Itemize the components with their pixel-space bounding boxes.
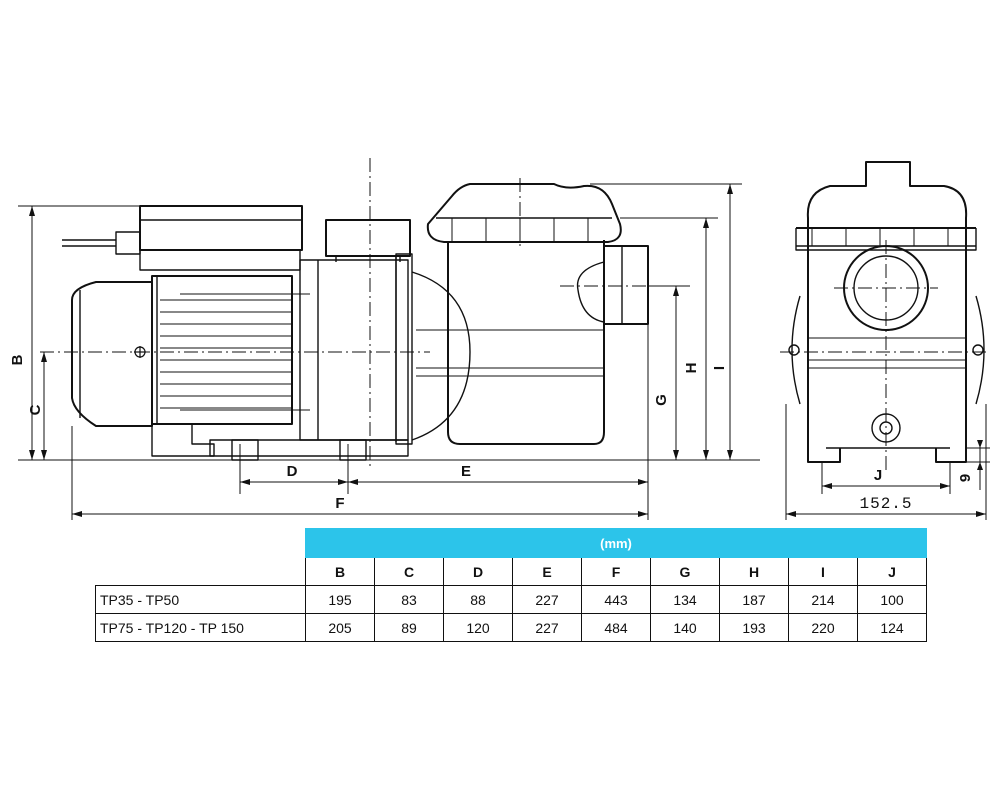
dim-label-c: C (27, 404, 44, 415)
pump-technical-drawing: B C D E F G H I J 152.5 9 (9, 158, 990, 520)
dim-value-end-width: 152.5 (859, 495, 912, 513)
column-header: E (512, 557, 582, 586)
table-cell: 195 (305, 585, 375, 614)
dimension-lines (18, 183, 990, 520)
dim-label-g: G (653, 394, 670, 406)
dim-value-foot: 9 (957, 474, 974, 482)
table-cell: 484 (581, 613, 651, 642)
column-header: H (719, 557, 789, 586)
dim-label-d: D (287, 463, 298, 480)
model-name: TP75 - TP120 - TP 150 (95, 613, 306, 642)
dimensions-table: (mm) B C D E F G H I J TP35 - TP50 195 8… (95, 528, 927, 642)
table-cell: 214 (788, 585, 858, 614)
table-cell: 89 (374, 613, 444, 642)
column-header: C (374, 557, 444, 586)
table-cell: 100 (857, 585, 927, 614)
table-unit-row: (mm) (96, 528, 927, 558)
dim-label-i: I (711, 366, 728, 370)
table-cell: 443 (581, 585, 651, 614)
pump-housing-side-view (231, 183, 649, 461)
table-cell: 134 (650, 585, 720, 614)
shaft-center-mark (134, 346, 146, 358)
table-cell: 205 (305, 613, 375, 642)
table-cell: 187 (719, 585, 789, 614)
table-cell: 124 (857, 613, 927, 642)
dim-label-e: E (461, 463, 471, 480)
table-cell: 193 (719, 613, 789, 642)
dim-label-h: H (683, 363, 700, 374)
table-cell: 83 (374, 585, 444, 614)
table-row: TP35 - TP50 195 83 88 227 443 134 187 21… (95, 585, 927, 614)
column-header: J (857, 557, 927, 586)
table-cell: 227 (512, 613, 582, 642)
table-header-row: B C D E F G H I J (96, 557, 927, 586)
table-cell: 120 (443, 613, 513, 642)
table-cell: 220 (788, 613, 858, 642)
table-cell: 140 (650, 613, 720, 642)
motor-side-view (62, 205, 409, 457)
center-lines (40, 158, 990, 470)
column-header: B (305, 557, 375, 586)
dimension-arrows (29, 184, 986, 517)
column-header: F (581, 557, 651, 586)
pump-end-view (788, 161, 985, 463)
column-header: D (443, 557, 513, 586)
column-header: I (788, 557, 858, 586)
dim-label-b: B (9, 354, 26, 365)
dim-label-j: J (874, 467, 882, 484)
table-row: TP75 - TP120 - TP 150 205 89 120 227 484… (95, 613, 927, 642)
table-cell: 227 (512, 585, 582, 614)
table-unit-header: (mm) (305, 528, 927, 558)
model-name: TP35 - TP50 (95, 585, 306, 614)
table-cell: 88 (443, 585, 513, 614)
column-header: G (650, 557, 720, 586)
dim-label-f: F (335, 495, 344, 512)
